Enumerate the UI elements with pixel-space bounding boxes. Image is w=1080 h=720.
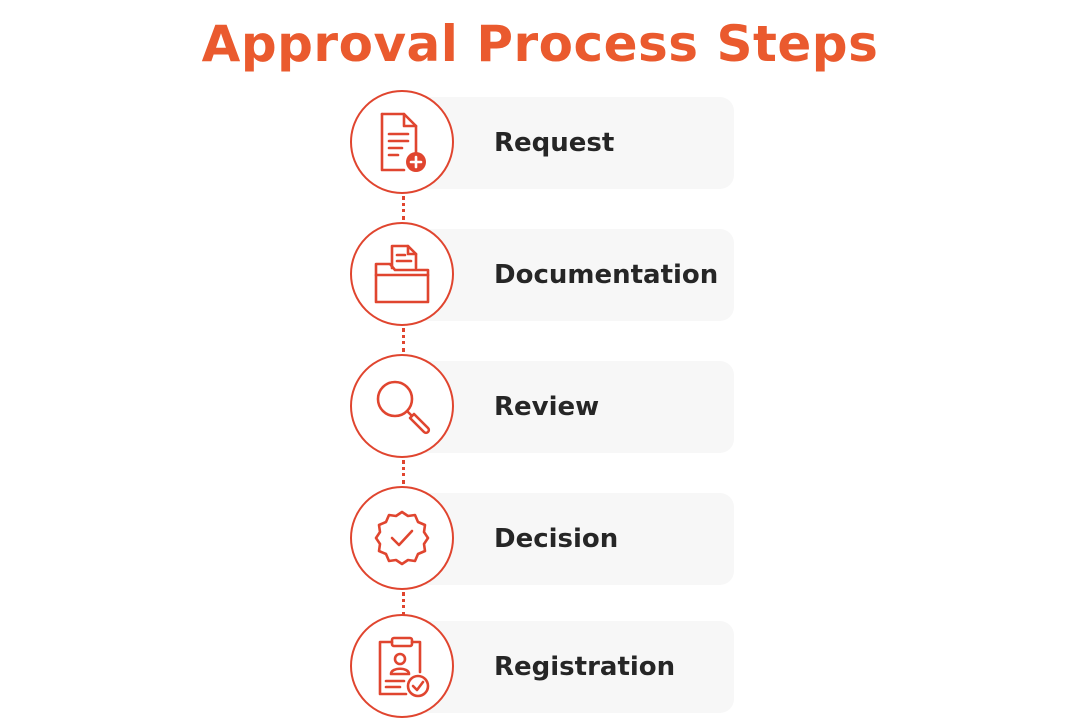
document-plus-icon — [380, 112, 426, 172]
magnifier-icon — [376, 380, 431, 435]
step-label: Decision — [494, 524, 619, 554]
step-card-registration: Registration — [404, 621, 734, 713]
step-card-request: Request — [404, 97, 734, 189]
step-card-decision: Decision — [404, 493, 734, 585]
step-card-documentation: Documentation — [404, 229, 734, 321]
folder-document-icon — [374, 244, 430, 304]
step-label: Request — [494, 128, 615, 158]
step-label: Review — [494, 392, 600, 422]
step-label: Documentation — [494, 260, 719, 290]
clipboard-user-check-icon — [378, 636, 430, 698]
step-connector — [402, 196, 405, 220]
step-connector — [402, 328, 405, 352]
step-label: Registration — [494, 652, 676, 682]
step-connector — [402, 592, 405, 616]
page-title: Approval Process Steps — [201, 15, 879, 73]
step-connector — [402, 460, 405, 484]
step-icon-circle — [350, 614, 454, 718]
step-card-review: Review — [404, 361, 734, 453]
step-icon-circle — [350, 354, 454, 458]
step-icon-circle — [350, 486, 454, 590]
badge-check-icon — [374, 510, 430, 566]
step-icon-circle — [350, 90, 454, 194]
step-icon-circle — [350, 222, 454, 326]
